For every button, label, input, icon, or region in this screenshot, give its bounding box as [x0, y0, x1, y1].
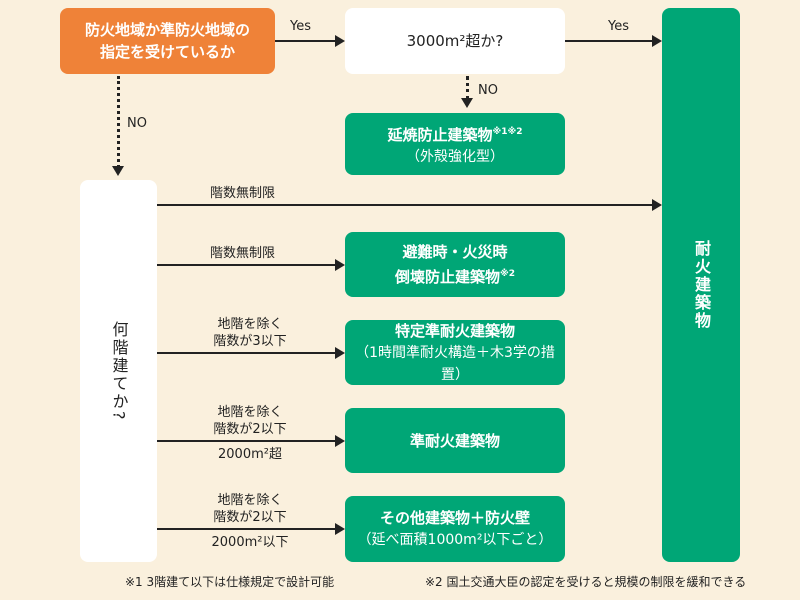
area-question-box: 3000m²超か? — [345, 8, 565, 74]
branch1-label: 階数無制限 — [210, 186, 276, 201]
branch-line-2 — [157, 264, 335, 266]
fireproof-text: 耐火建築物 — [692, 240, 711, 330]
no-label-2: NO — [478, 83, 498, 98]
start-line1: 防火地域か準防火地域の — [84, 21, 250, 39]
branch-line-3 — [157, 352, 335, 354]
branch4-label: 地階を除く階数が2以下 2000m²超 — [205, 404, 295, 463]
floors-question-box: 何階建てか? — [80, 180, 157, 562]
tokutei-box: 特定準耐火建築物 （1時間準耐火構造＋木3学の措置） — [345, 320, 565, 385]
arrow-head-down — [112, 166, 124, 176]
tokutei-title: 特定準耐火建築物 — [394, 321, 515, 340]
branch5-label: 地階を除く階数が2以下 2000m²以下 — [205, 492, 295, 551]
hinan-line2: 倒壊防止建築物 — [394, 268, 500, 286]
floors-question-text: 何階建てか? — [109, 320, 129, 422]
no-dotted-line-2 — [466, 76, 469, 100]
branch-line-5 — [157, 528, 335, 530]
arrow-head — [652, 35, 662, 47]
area-question-text: 3000m²超か? — [406, 32, 504, 50]
arrow-head — [335, 435, 345, 447]
branch-line-1 — [157, 204, 652, 206]
start-line2: 指定を受けているか — [99, 43, 235, 61]
hinan-line1: 避難時・火災時 — [402, 243, 508, 261]
hinan-box: 避難時・火災時倒壊防止建築物※2 — [345, 232, 565, 297]
no-dotted-line — [117, 76, 120, 168]
branch3-b: 階数が3以下 — [213, 334, 287, 349]
sonota-title: その他建築物＋防火壁 — [379, 509, 530, 527]
yes-label: Yes — [290, 19, 311, 34]
hinan-note: ※2 — [500, 269, 516, 279]
yes-arrow-line — [275, 40, 335, 42]
footnote-1: ※1 3階建て以下は仕様規定で設計可能 — [125, 575, 335, 589]
yes-label-2: Yes — [608, 19, 629, 34]
branch-line-4 — [157, 440, 335, 442]
branch5-c: 2000m²以下 — [211, 535, 289, 550]
enshou-title: 延焼防止建築物 — [387, 125, 493, 144]
jun-title: 準耐火建築物 — [409, 431, 500, 450]
branch4-b: 階数が2以下 — [213, 422, 287, 437]
arrow-head — [335, 347, 345, 359]
enshou-box: 延焼防止建築物※1※2 （外殻強化型） — [345, 113, 565, 175]
branch4-a: 地階を除く — [217, 405, 283, 420]
arrow-head — [335, 35, 345, 47]
branch5-a: 地階を除く — [217, 493, 283, 508]
sonota-sub: （延べ面積1000m²以下ごと） — [357, 532, 553, 548]
yes-arrow-line-2 — [565, 40, 652, 42]
sonota-box: その他建築物＋防火壁 （延べ面積1000m²以下ごと） — [345, 496, 565, 562]
branch3-label: 地階を除く階数が3以下 — [205, 316, 295, 350]
footnote-2: ※2 国土交通大臣の認定を受けると規模の制限を緩和できる — [425, 575, 747, 589]
fireproof-building-box: 耐火建築物 — [662, 8, 740, 562]
arrow-head — [335, 523, 345, 535]
branch4-c: 2000m²超 — [218, 447, 282, 462]
branch3-a: 地階を除く — [217, 317, 283, 332]
jun-box: 準耐火建築物 — [345, 408, 565, 473]
tokutei-sub: （1時間準耐火構造＋木3学の措置） — [355, 344, 555, 383]
arrow-head — [652, 199, 662, 211]
start-question-box: 防火地域か準防火地域の 指定を受けているか — [60, 8, 275, 74]
enshou-note: ※1※2 — [492, 126, 523, 137]
arrow-head — [335, 259, 345, 271]
no-label: NO — [127, 116, 147, 131]
arrow-head-down — [461, 98, 473, 108]
enshou-sub: （外殻強化型） — [406, 148, 504, 165]
branch5-b: 階数が2以下 — [213, 510, 287, 525]
branch2-label: 階数無制限 — [210, 246, 276, 261]
